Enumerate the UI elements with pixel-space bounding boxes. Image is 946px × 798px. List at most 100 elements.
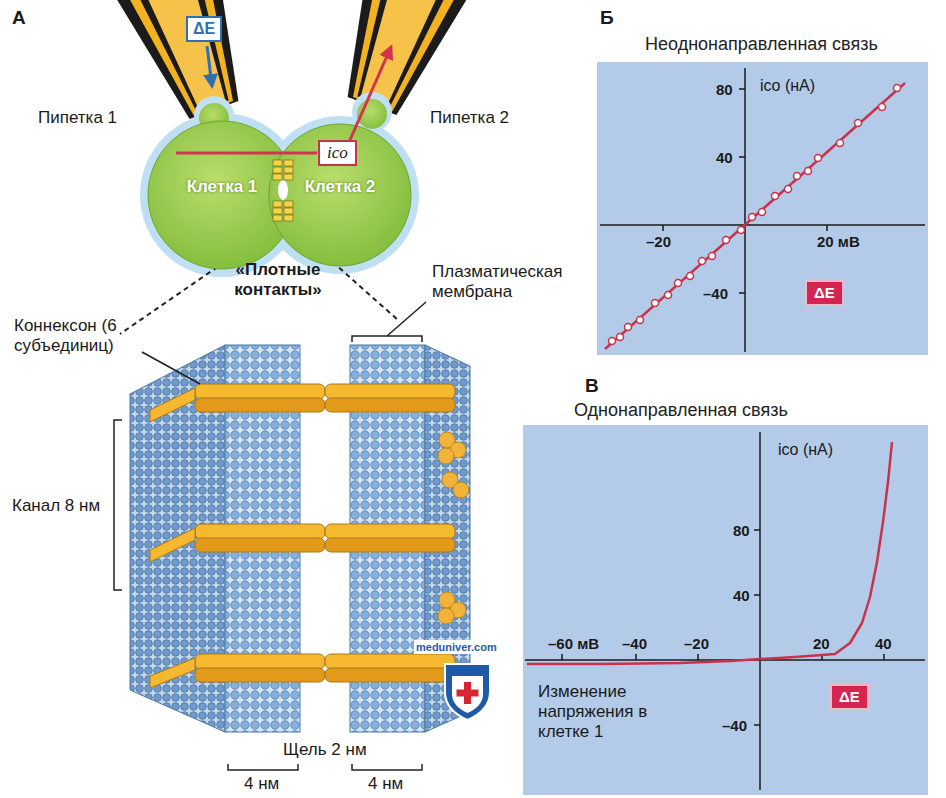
connexon — [195, 384, 325, 399]
connexon — [150, 658, 195, 688]
tick-label: –40 — [622, 634, 647, 654]
leader-line — [352, 764, 422, 770]
chart-b — [894, 85, 901, 92]
axis-label: ico (нА) — [760, 76, 815, 96]
pipette — [110, 0, 267, 129]
chart-b — [815, 155, 822, 162]
voltage-arrow — [207, 46, 212, 86]
connexon — [325, 524, 455, 539]
pipette — [110, 0, 267, 129]
panel-letter: А — [12, 8, 26, 28]
gap-junction — [273, 160, 293, 221]
callout-label: Плазматическая мембрана — [432, 262, 582, 302]
watermark-shield — [452, 676, 483, 713]
tick-label: 40 — [875, 634, 892, 654]
current-box: ico — [318, 140, 357, 166]
connexon-subunit — [453, 482, 469, 498]
panel-letter: В — [585, 376, 599, 396]
chart-b — [837, 140, 844, 147]
chart-b — [625, 324, 632, 331]
pipette — [319, 0, 476, 125]
node-text: ico — [327, 143, 348, 163]
connexon — [150, 528, 195, 562]
connexon — [195, 668, 325, 682]
node-text: Клетка 1 — [187, 177, 258, 197]
chart-v — [523, 425, 928, 795]
gap-junction — [284, 167, 293, 173]
pipette — [341, 0, 455, 114]
chart-b — [609, 85, 901, 345]
chart-b — [597, 62, 928, 355]
connexon-subunit — [438, 608, 454, 624]
current-path — [350, 47, 391, 140]
leader-line — [114, 420, 122, 590]
voltage-step-box: ΔE — [805, 280, 844, 306]
pipette-label: Пипетка 1 — [38, 108, 117, 128]
callout-label: Коннексон (6 субъединиц) — [14, 316, 154, 356]
callout-label: «Плотные контакты» — [223, 260, 333, 300]
tick-label: –40 — [722, 716, 747, 736]
watermark-shield — [445, 664, 490, 720]
gap-junction — [284, 208, 293, 214]
chart-v — [527, 442, 892, 664]
gap-junction — [284, 215, 293, 221]
connexon — [325, 398, 455, 412]
cell-bump — [357, 99, 387, 129]
chart-b — [617, 334, 624, 341]
pipette — [131, 0, 245, 118]
connexon — [325, 654, 455, 669]
tick-label: 20 — [813, 634, 830, 654]
chart-b — [663, 89, 827, 293]
gap-junction — [273, 201, 282, 207]
node-text: ΔE — [193, 19, 215, 39]
chart-b — [785, 186, 792, 193]
dimension-label: 4 нм — [244, 774, 279, 794]
leader-line — [387, 302, 426, 336]
chart-b — [675, 280, 682, 287]
chart-b — [879, 104, 886, 111]
axis-label: ico (нА) — [778, 440, 833, 460]
connexon — [195, 654, 325, 669]
leader-line — [228, 764, 298, 770]
chart-title: Неоднонаправленная связь — [645, 34, 878, 54]
chart-b — [609, 338, 616, 345]
tick-label: –20 — [684, 634, 709, 654]
watermark-shield — [457, 690, 479, 697]
chart-b — [597, 62, 928, 355]
watermark-shield — [445, 664, 490, 720]
chart-v — [525, 432, 925, 790]
chart-b — [738, 227, 745, 234]
connexon-subunit — [438, 432, 469, 624]
leader-line — [352, 336, 422, 342]
gap-junction — [284, 174, 293, 180]
tick-label: 20 мВ — [817, 232, 860, 252]
node-text: Клетка 2 — [305, 177, 376, 197]
chart-b — [605, 83, 905, 349]
chart-b — [687, 273, 694, 280]
chart-b — [665, 292, 672, 299]
leader-line — [142, 352, 200, 384]
gap-junction — [273, 167, 282, 173]
chart-v — [523, 425, 928, 795]
gap-junction — [273, 160, 293, 221]
chart-b — [652, 300, 659, 307]
connexon — [195, 538, 325, 552]
panel-letter: Б — [600, 8, 614, 28]
chart-b — [772, 193, 779, 200]
tick-label: –60 мВ — [548, 634, 599, 654]
stimulus-box: ΔE — [186, 16, 222, 42]
gap-junction — [284, 160, 293, 166]
tick-label: –20 — [646, 232, 671, 252]
dimension-label: Канал 8 нм — [12, 496, 100, 516]
node-text: ΔE — [814, 284, 835, 302]
node-text: ΔE — [839, 688, 860, 706]
cell-outline — [269, 124, 411, 266]
chart-b — [855, 120, 862, 127]
cell-membrane-halo — [261, 116, 419, 274]
membrane-block — [130, 345, 470, 732]
gap-junction — [273, 215, 282, 221]
chart-b — [759, 209, 766, 216]
connexon — [150, 384, 455, 688]
connexon — [325, 538, 455, 552]
